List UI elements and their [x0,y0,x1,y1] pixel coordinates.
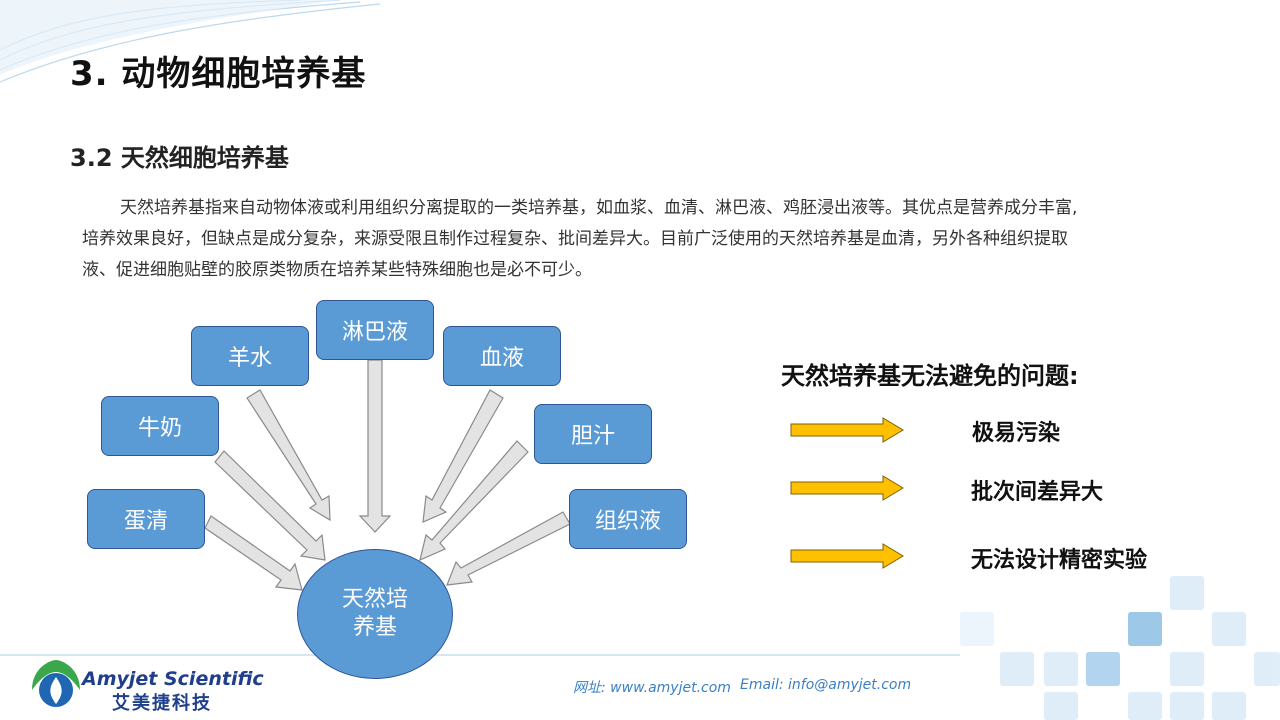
arrow-plasma [422,389,504,523]
node-tissue-fluid: 组织液 [569,489,687,549]
center-label-line-1: 天然培 [341,587,408,612]
arrow-amniotic [246,389,331,522]
problem-item-3: 无法设计精密实验 [971,548,1148,573]
node-lymph: 淋巴液 [316,300,434,360]
decorative-wave-fill [0,0,340,75]
center-label-line-2: 养基 [352,615,397,640]
decorative-tile-accent [1086,652,1120,686]
page-title: 3. 动物细胞培养基 [70,54,367,94]
problem-arrow-1 [790,417,904,443]
decorative-tile-accent [1128,612,1162,646]
problem-arrow-2 [790,475,904,501]
problems-title: 天然培养基无法避免的问题: [781,362,1079,390]
intro-paragraph: 天然培养基指来自动物体液或利用组织分离提取的一类培养基，如血浆、血清、淋巴液、鸡… [82,193,1182,286]
section-subtitle: 3.2 天然细胞培养基 [70,144,289,172]
paragraph-line-2: 培养效果良好，但缺点是成分复杂，来源受限且制作过程复杂、批间差异大。目前广泛使用… [82,229,1068,249]
node-egg-white: 蛋清 [87,489,205,549]
paragraph-line-3: 液、促进细胞贴壁的胶原类物质在培养某些特殊细胞也是必不可少。 [82,260,592,280]
problem-arrows [790,417,904,569]
footer-website[interactable]: 网址: www.amyjet.com [573,680,731,696]
paragraph-line-1: 天然培养基指来自动物体液或利用组织分离提取的一类培养基，如血浆、血清、淋巴液、鸡… [120,198,1078,218]
company-logo-icon [32,660,80,707]
node-bile: 胆汁 [534,404,652,464]
node-amniotic-fluid: 羊水 [191,326,309,386]
arrow-egg [204,515,303,591]
arrow-lymph [358,359,392,533]
logo-text-en: Amyjet Scientific [82,668,264,690]
problem-item-2: 批次间差异大 [971,480,1104,505]
arrow-tissue [446,511,571,586]
arrow-milk [214,450,326,561]
footer-email[interactable]: Email: info@amyjet.com [740,677,912,693]
node-milk: 牛奶 [101,396,219,456]
decorative-tiles [960,576,1280,720]
logo-text-cn: 艾美捷科技 [112,693,212,714]
node-plasma: 血液 [443,326,561,386]
node-natural-medium: 天然培 养基 [297,549,453,679]
problem-arrow-3 [790,543,904,569]
arrow-bile [419,440,529,562]
problem-item-1: 极易污染 [972,421,1061,446]
source-arrows [204,359,571,591]
